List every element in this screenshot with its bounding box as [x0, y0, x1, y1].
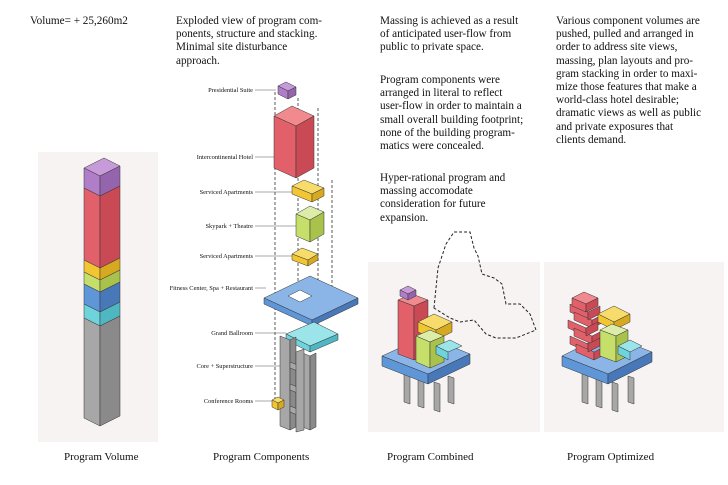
- label-serviced-apartments-lower: Serviced Apartments: [199, 253, 253, 260]
- components-description: Exploded view of program com- ponents, s…: [176, 15, 323, 67]
- volume-label: Volume= + 25,260m2: [30, 15, 128, 27]
- program-volume-tower: [83, 157, 121, 427]
- caption-program-combined: Program Combined: [387, 451, 474, 463]
- expansion-description: Hyper-rational program and massing accom…: [380, 172, 506, 224]
- program-optimized-model: [561, 291, 653, 413]
- exploded-components: [255, 81, 359, 433]
- caption-program-volume: Program Volume: [64, 451, 139, 463]
- label-fitness-spa-restaurant: Fitness Center, Spa + Restaurant: [169, 285, 253, 292]
- label-core-superstructure: Core + Superstructure: [196, 363, 254, 370]
- label-grand-ballroom: Grand Ballroom: [211, 330, 253, 337]
- program-combined-model: [381, 231, 537, 413]
- caption-program-components: Program Components: [213, 451, 310, 463]
- expansion-outline: [433, 231, 537, 339]
- label-intercontinental-hotel: Intercontinental Hotel: [196, 154, 253, 161]
- label-serviced-apartments-upper: Serviced Apartments: [199, 189, 253, 196]
- optimization-description: Various component volumes are pushed, pu…: [556, 15, 702, 146]
- massing-description: Massing is achieved as a result of antic…: [380, 15, 519, 54]
- caption-program-optimized: Program Optimized: [567, 451, 655, 463]
- label-conference-rooms: Conference Rooms: [203, 398, 253, 405]
- program-components-description: Program components were arranged in lite…: [380, 74, 524, 153]
- label-presidential-suite: Presidential Suite: [208, 87, 253, 94]
- label-skypark-theatre: Skypark + Theatre: [205, 223, 254, 230]
